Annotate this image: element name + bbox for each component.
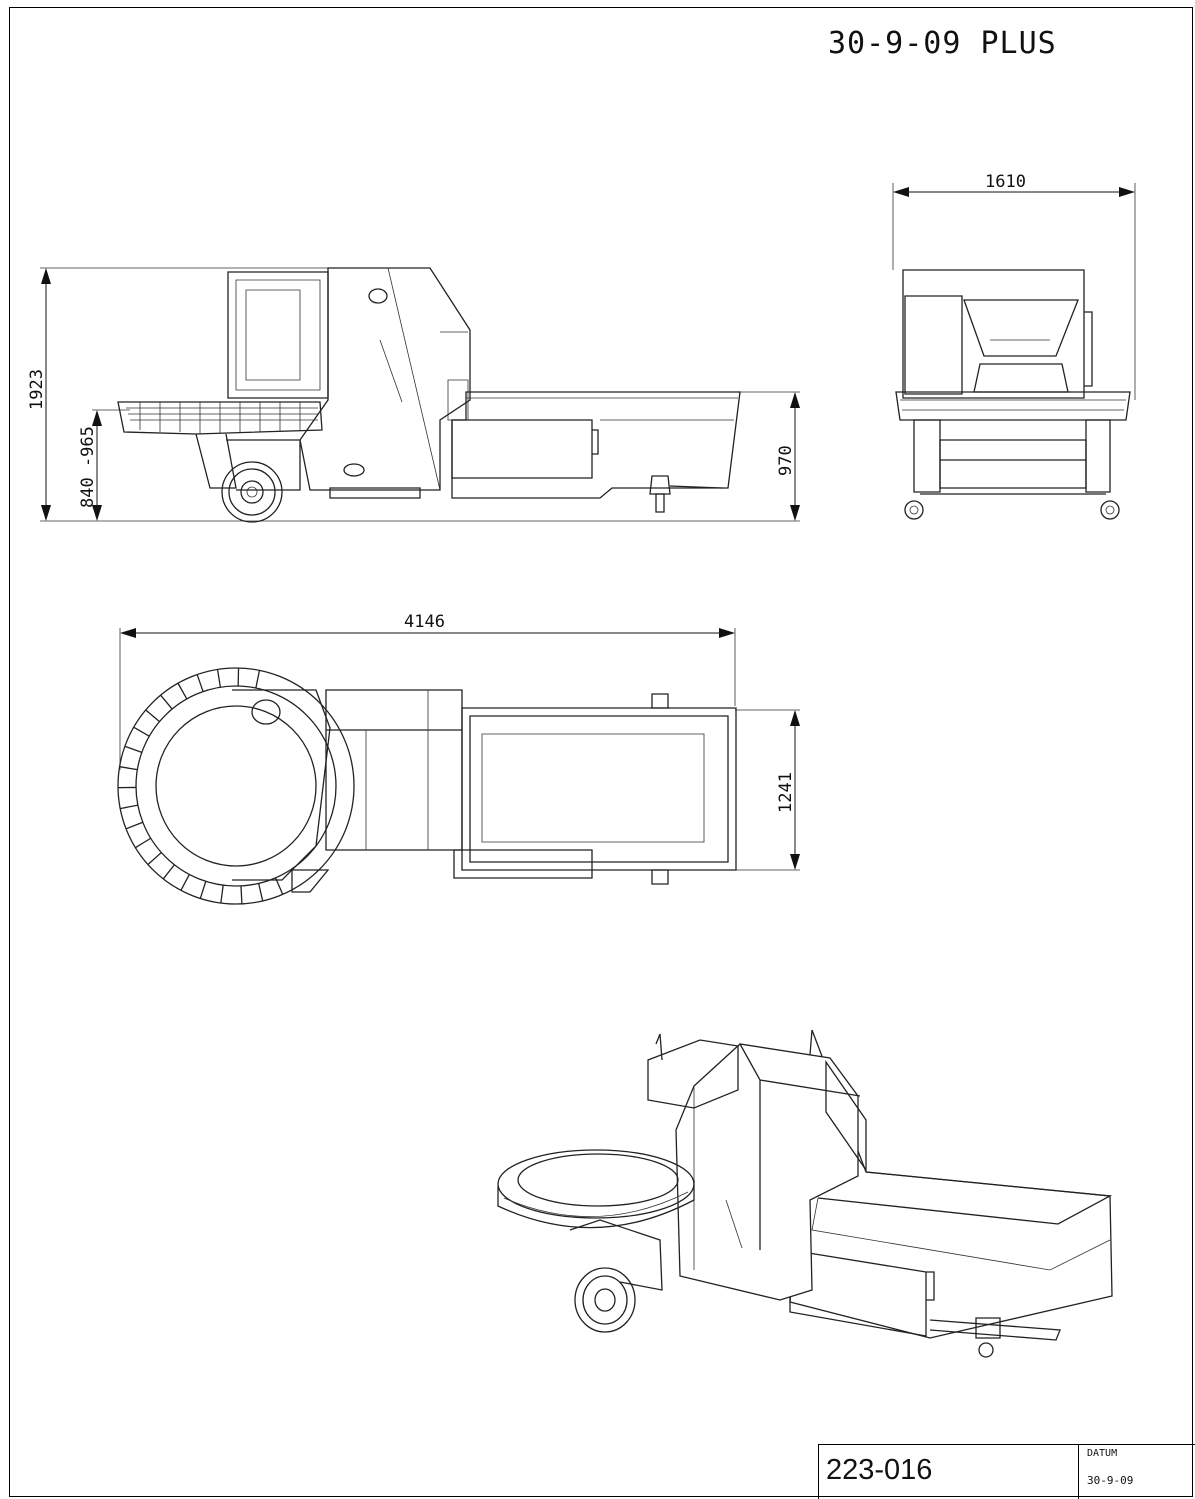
date-label: DATUM: [1087, 1448, 1118, 1459]
date-value: 30-9-09: [1087, 1474, 1134, 1487]
dimension-top-width: 1241: [776, 772, 796, 813]
carousel-segment: [220, 885, 224, 904]
side-view: [40, 267, 800, 523]
carousel-segment: [125, 821, 144, 830]
carousel-segment: [133, 726, 150, 737]
carousel-segment: [124, 745, 143, 753]
front-view: [892, 183, 1136, 520]
isometric-view: [497, 1029, 1113, 1358]
carousel-segment: [160, 694, 173, 710]
top-view: [117, 628, 800, 905]
carousel-segment: [162, 864, 175, 880]
carousel-segment: [177, 682, 188, 700]
dimension-front-width: 1610: [985, 172, 1026, 192]
carousel-segment: [120, 804, 138, 810]
carousel-segment: [255, 670, 261, 689]
carousel-segment: [135, 837, 152, 849]
carousel-segment: [180, 874, 190, 891]
drawing-number: 223-016: [826, 1454, 933, 1486]
dimension-lines: [41, 187, 1135, 870]
carousel-segment: [199, 881, 207, 899]
carousel-segment: [145, 709, 160, 723]
dimension-height-total: 1923: [27, 369, 47, 410]
title-block: [818, 1444, 1195, 1499]
carousel-segment: [147, 852, 162, 866]
carousel-segment: [240, 885, 243, 904]
carousel-segment: [196, 674, 204, 692]
drawing-title: 30-9-09 PLUS: [828, 26, 1057, 61]
drawing-frame: [9, 7, 1193, 1497]
dimension-bed-height: 970: [776, 445, 796, 476]
dimension-top-length: 4146: [404, 612, 445, 632]
carousel-segment: [119, 766, 138, 771]
carousel-segment: [216, 669, 222, 688]
carousel-segment: [258, 883, 264, 902]
title-block-divider: [1078, 1444, 1079, 1499]
dimension-infeed-height: 840 -965: [78, 426, 98, 508]
